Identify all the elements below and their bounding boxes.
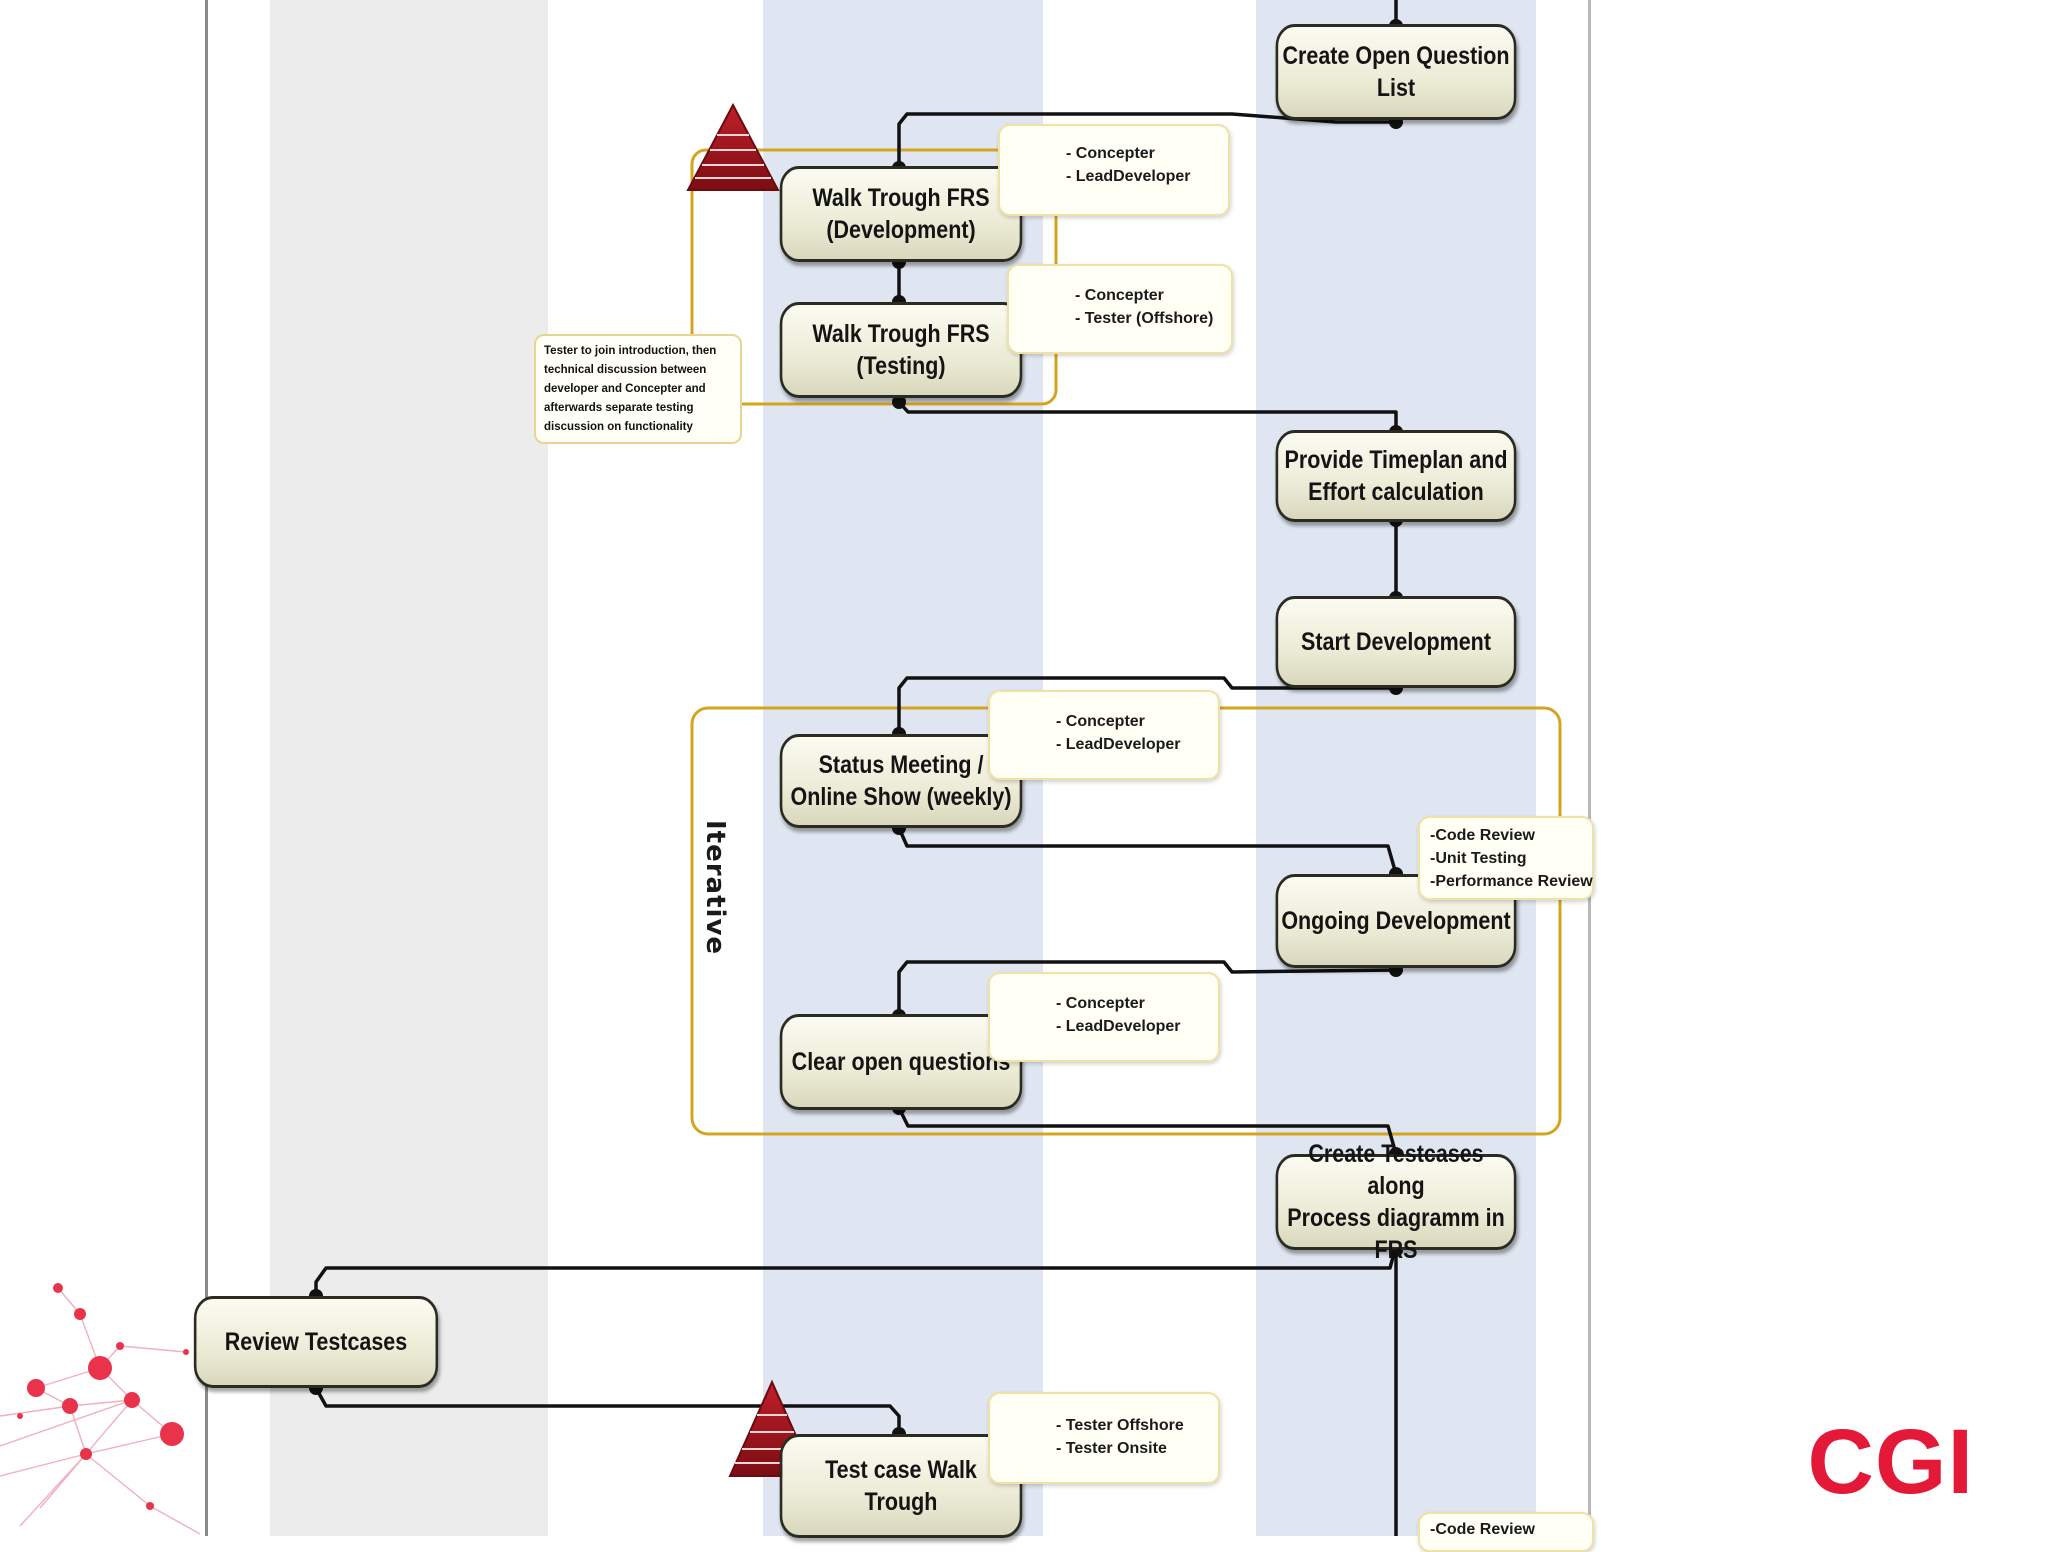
node-label: Start Development xyxy=(1301,626,1491,658)
annotation-note: Tester to join introduction, then techni… xyxy=(534,334,742,444)
node-label: Walk Trough FRS (Development) xyxy=(812,182,989,246)
cgi-logo: CGI xyxy=(1807,1410,1974,1515)
task-item: -Performance Review xyxy=(1430,870,1592,893)
iterative-label: Iterative xyxy=(700,820,730,955)
node-status-meeting: Status Meeting / Online Show (weekly) xyxy=(780,734,1023,828)
node-clear-open-questions: Clear open questions xyxy=(780,1014,1023,1110)
role-item: - Concepter xyxy=(1056,710,1218,733)
role-item: - Concepter xyxy=(1075,284,1231,307)
node-create-testcases: Create Testcases along Process diagramm … xyxy=(1276,1154,1517,1250)
node-label: Walk Trough FRS (Testing) xyxy=(812,318,989,382)
role-item: - Tester (Offshore) xyxy=(1075,307,1231,330)
node-label: Provide Timeplan and Effort calculation xyxy=(1284,444,1507,508)
node-walk-trough-frs-testing: Walk Trough FRS (Testing) xyxy=(780,302,1023,398)
node-label: Test case Walk Trough xyxy=(825,1454,977,1518)
connector-status-to-ongoing xyxy=(899,828,1396,874)
role-item: - LeadDeveloper xyxy=(1056,733,1218,756)
connector-review-to-walk xyxy=(316,1388,899,1434)
node-review-testcases: Review Testcases xyxy=(194,1296,438,1388)
node-label: Create Open Question List xyxy=(1278,40,1514,104)
review-tasks-callout: -Code Review-Unit Testing-Performance Re… xyxy=(1418,816,1594,900)
network-decoration xyxy=(0,1276,210,1536)
connector-testcases-to-review xyxy=(316,1246,1396,1296)
role-item: - Concepter xyxy=(1056,992,1218,1015)
diagram-page: Create Open Question List Walk Trough FR… xyxy=(205,0,1591,1536)
node-test-case-walk-trough: Test case Walk Trough xyxy=(780,1434,1023,1538)
node-label: Create Testcases along Process diagramm … xyxy=(1278,1138,1514,1266)
connector-walk-test-to-timeplan xyxy=(899,402,1396,432)
role-item: - LeadDeveloper xyxy=(1066,165,1228,188)
node-create-open-question-list: Create Open Question List xyxy=(1276,24,1517,120)
role-item: - LeadDeveloper xyxy=(1056,1015,1218,1038)
role-item: - Tester Offshore xyxy=(1056,1414,1218,1437)
roles-callout-status: - Concepter- LeadDeveloper xyxy=(988,690,1220,780)
node-label: Status Meeting / Online Show (weekly) xyxy=(790,749,1011,813)
node-start-development: Start Development xyxy=(1276,596,1517,688)
role-item: - Concepter xyxy=(1066,142,1228,165)
roles-callout-walk-test: - Concepter- Tester (Offshore) xyxy=(1007,264,1233,354)
task-item: -Code Review xyxy=(1430,1518,1592,1541)
review-tasks-callout-partial: -Code Review xyxy=(1418,1512,1594,1552)
node-label: Review Testcases xyxy=(225,1326,407,1358)
task-item: -Code Review xyxy=(1430,824,1592,847)
node-label: Ongoing Development xyxy=(1281,905,1510,937)
task-item: -Unit Testing xyxy=(1430,847,1592,870)
node-label: Clear open questions xyxy=(792,1046,1011,1078)
node-provide-timeplan: Provide Timeplan and Effort calculation xyxy=(1276,430,1517,522)
node-walk-trough-frs-development: Walk Trough FRS (Development) xyxy=(780,166,1023,262)
note-text: Tester to join introduction, then techni… xyxy=(544,345,716,433)
role-item: - Tester Onsite xyxy=(1056,1437,1218,1460)
pyramid-icon xyxy=(688,105,778,190)
roles-callout-test-walk: - Tester Offshore- Tester Onsite xyxy=(988,1392,1220,1484)
roles-callout-clear: - Concepter- LeadDeveloper xyxy=(988,972,1220,1062)
roles-callout-walk-dev: - Concepter- LeadDeveloper xyxy=(998,124,1230,216)
